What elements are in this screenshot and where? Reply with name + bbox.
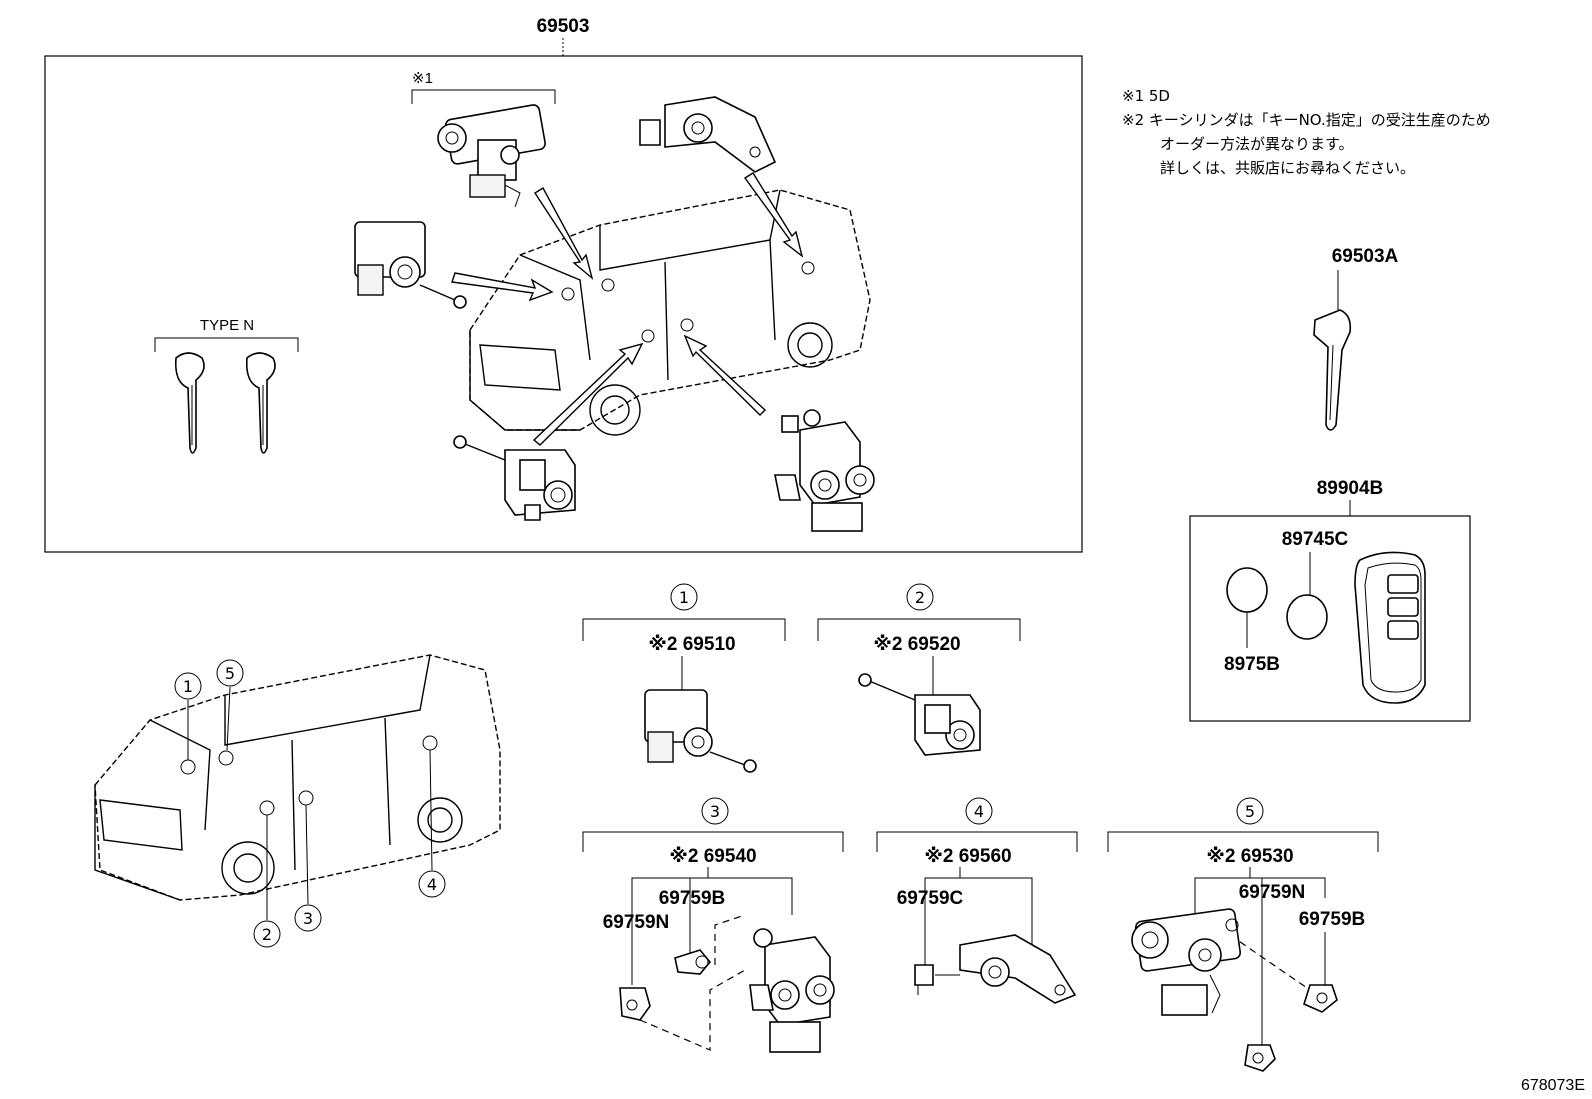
part-69759b-b-label: 69759B bbox=[1299, 909, 1366, 930]
lock-clip-icon bbox=[674, 949, 712, 975]
lock-clip-icon bbox=[914, 964, 934, 995]
lock-clip-icon bbox=[619, 987, 651, 1021]
van-body-illustration bbox=[469, 189, 871, 436]
key-icon bbox=[1313, 309, 1352, 431]
lock-assembly-icon bbox=[437, 104, 546, 208]
arrow-icon bbox=[743, 172, 804, 258]
section-2-number: 2 bbox=[915, 588, 925, 607]
transmitter-box bbox=[1189, 515, 1471, 722]
callout-3-number: 3 bbox=[303, 909, 313, 928]
transmitter-group: 89904B 89745C 8975B bbox=[1189, 478, 1471, 722]
callout-4-number: 4 bbox=[427, 875, 437, 894]
section-2-callout bbox=[906, 583, 934, 611]
lock-assembly-icon bbox=[774, 409, 875, 532]
part-69540-leader bbox=[631, 867, 793, 943]
lock-clip-icon bbox=[1303, 984, 1338, 1013]
battery-a-label: 89745C bbox=[1282, 529, 1349, 550]
part-69560-label: ※2 69560 bbox=[924, 846, 1011, 867]
section-5-number: 5 bbox=[1245, 802, 1255, 821]
door-lock-cylinder-icon bbox=[644, 689, 757, 773]
door-lock-assembly-icon bbox=[749, 928, 835, 1053]
section-4-bracket bbox=[876, 831, 1078, 852]
note1-bracket bbox=[411, 89, 556, 104]
section-3-number: 3 bbox=[710, 802, 720, 821]
part-69759n-label: 69759N bbox=[603, 912, 670, 933]
part-69540-label: ※2 69540 bbox=[669, 846, 756, 867]
arrow-icon bbox=[532, 342, 644, 446]
door-lock-assembly-icon bbox=[1131, 908, 1242, 1016]
part-69530-leader bbox=[1194, 867, 1326, 1050]
section-4-number: 4 bbox=[974, 802, 984, 821]
key-blank-label: 69503A bbox=[1332, 246, 1399, 267]
callout-4 bbox=[418, 870, 446, 898]
note-line-3: オーダー方法が異なります。 bbox=[1160, 135, 1354, 153]
part-69530-label: ※2 69530 bbox=[1206, 846, 1293, 867]
section-3-callout bbox=[701, 797, 729, 825]
callout-5-number: 5 bbox=[225, 664, 235, 683]
section-1-callout bbox=[670, 583, 698, 611]
main-assembly-label: 69503 bbox=[537, 16, 590, 37]
transmitter-label: 89904B bbox=[1317, 478, 1384, 499]
part-69759c-label: 69759C bbox=[897, 888, 964, 909]
arrow-icon bbox=[451, 272, 554, 302]
part-69759n-b-label: 69759N bbox=[1239, 882, 1306, 903]
callout-3 bbox=[294, 904, 322, 932]
van-location-illustration: 1 5 2 3 4 bbox=[94, 654, 501, 948]
part-69759b-label: 69759B bbox=[659, 888, 726, 909]
part-69520-label: ※2 69520 bbox=[873, 634, 960, 655]
main-assembly-box bbox=[44, 55, 1083, 553]
callout-5 bbox=[216, 659, 244, 687]
section-1-bracket bbox=[582, 618, 786, 641]
callout-1-number: 1 bbox=[183, 677, 193, 696]
note-line-1: ※1 5D bbox=[1122, 87, 1170, 105]
lock-clip-icon bbox=[1244, 1044, 1276, 1072]
section-2-bracket bbox=[817, 618, 1021, 641]
main-assembly-group: 69503 ※1 TYPE N bbox=[44, 16, 1083, 553]
lock-assembly-icon bbox=[354, 221, 467, 309]
arrow-icon bbox=[683, 334, 767, 416]
note-line-2: ※2 キーシリンダは「キーNO.指定」の受注生産のため bbox=[1122, 111, 1491, 129]
callout-2 bbox=[253, 920, 281, 948]
key-icon bbox=[174, 352, 205, 454]
door-lock-cylinder-icon bbox=[858, 673, 981, 756]
part-69560-leader bbox=[924, 867, 1033, 945]
dashed-link bbox=[1229, 934, 1311, 991]
notes-block: ※1 5D ※2 キーシリンダは「キーNO.指定」の受注生産のため オーダー方法… bbox=[1122, 87, 1491, 177]
door-lock-assembly-icon bbox=[935, 934, 1077, 1004]
lock-assembly-icon bbox=[453, 435, 576, 521]
section-4-callout bbox=[965, 797, 993, 825]
note1-mark: ※1 bbox=[412, 70, 433, 87]
section-5: 5 ※2 69530 69759N 69759B bbox=[1107, 797, 1379, 1072]
key-blank-group: 69503A bbox=[1313, 246, 1399, 431]
dashed-link bbox=[639, 969, 746, 1051]
section-1: 1 ※2 69510 bbox=[582, 583, 786, 773]
section-1-number: 1 bbox=[679, 588, 689, 607]
section-5-callout bbox=[1236, 797, 1264, 825]
diagram-id: 678073E bbox=[1521, 1077, 1585, 1094]
section-2: 2 ※2 69520 bbox=[817, 583, 1021, 756]
dashed-link bbox=[714, 914, 746, 965]
section-3: 3 ※2 69540 69759B 69759N bbox=[582, 797, 844, 1053]
section-4: 4 ※2 69560 69759C bbox=[876, 797, 1078, 1004]
remote-fob-icon bbox=[1354, 551, 1426, 704]
note-line-4: 詳しくは、共販店にお尋ねください。 bbox=[1160, 159, 1415, 177]
callout-2-number: 2 bbox=[262, 925, 272, 944]
battery-icon bbox=[1286, 594, 1328, 640]
arrow-icon bbox=[534, 187, 594, 280]
lock-assembly-icon bbox=[639, 96, 777, 173]
type-n-label: TYPE N bbox=[200, 317, 254, 334]
section-3-bracket bbox=[582, 831, 844, 852]
part-69510-label: ※2 69510 bbox=[648, 634, 735, 655]
callout-1 bbox=[174, 672, 202, 700]
section-5-bracket bbox=[1107, 831, 1379, 852]
type-n-bracket bbox=[154, 337, 299, 352]
key-icon bbox=[245, 352, 276, 454]
battery-icon bbox=[1226, 567, 1268, 613]
battery-b-label: 8975B bbox=[1224, 654, 1280, 675]
